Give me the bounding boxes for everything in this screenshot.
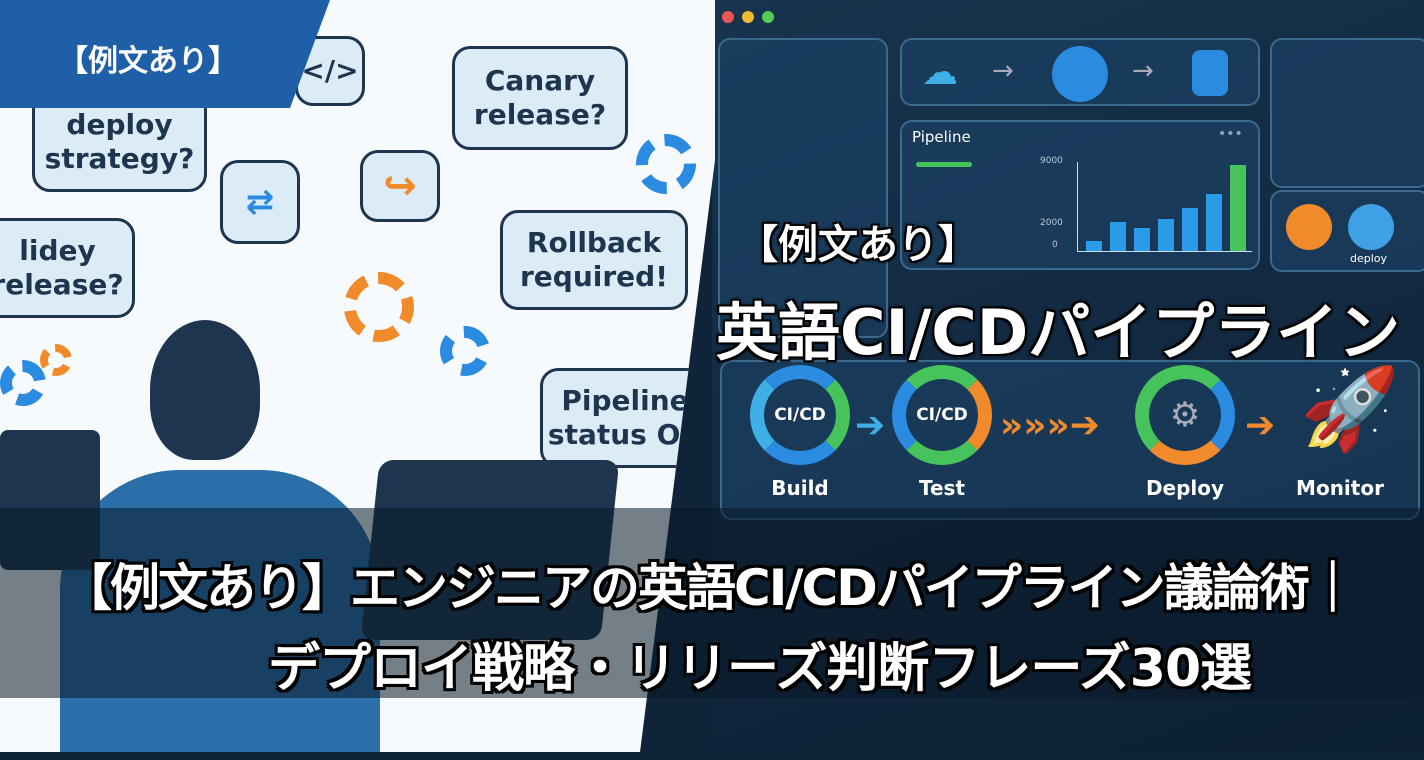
bar-chart <box>1077 162 1252 252</box>
chart-bar <box>1110 222 1126 251</box>
stage-deploy-label: Deploy <box>1145 476 1225 500</box>
right-title: 英語CI/CDパイプライン <box>716 296 1401 369</box>
arrow-icon: → <box>1132 56 1154 86</box>
gear-icon <box>40 344 72 376</box>
arrow-icon: »»»➔ <box>1000 405 1100 446</box>
more-icon[interactable]: ••• <box>1218 126 1243 142</box>
redirect-bubble: ↪ <box>360 150 440 222</box>
rocket-icon: 🚀 <box>1300 362 1400 455</box>
stage-build-label: Build <box>771 476 829 500</box>
category-tag: 【例文あり】 <box>0 0 330 108</box>
stage-deploy-icon: ⚙ <box>1135 365 1235 465</box>
gear-icon <box>440 326 490 376</box>
person-head <box>150 320 260 460</box>
arrow-icon: ➔ <box>855 405 886 446</box>
speech-bubble: Pipeline status OK <box>540 368 710 468</box>
arrow-icon: ➔ <box>1245 405 1276 446</box>
swap-arrows-icon: ⇄ <box>220 160 300 244</box>
code-panel <box>718 38 888 338</box>
stage-test-icon: CI/CD <box>892 365 992 465</box>
cloud-icon: ☁ <box>922 52 958 93</box>
chart-bar <box>1206 193 1222 251</box>
github-icon <box>1286 204 1332 250</box>
chart-bar <box>1134 228 1150 251</box>
stage-build-icon: CI/CD <box>750 365 850 465</box>
speech-bubble: deploy strategy? <box>32 92 207 192</box>
gear-icon <box>636 134 696 194</box>
progress-bar <box>916 162 972 167</box>
pipeline-panel: Pipeline ••• 9000 2000 0 <box>900 120 1260 270</box>
flow-panel: ☁ → → <box>900 38 1260 106</box>
gear-icon <box>344 272 414 342</box>
chart-bar <box>1230 165 1246 251</box>
speech-bubble: lidey release? <box>0 218 135 318</box>
database-icon <box>1192 50 1228 96</box>
gear-icon <box>0 360 46 406</box>
gear-icon <box>1052 46 1108 102</box>
window-dots <box>722 8 782 27</box>
headline-line2: デプロイ戦略・リリーズ判断フレーズ30選 <box>268 639 1252 699</box>
axis-tick: 9000 <box>1040 156 1063 166</box>
right-tag: 【例文あり】 <box>738 222 978 268</box>
stage-monitor-label: Monitor <box>1296 476 1384 500</box>
axis-tick: 0 <box>1052 240 1058 250</box>
github-icon <box>1348 204 1394 250</box>
pipeline-title: Pipeline <box>912 128 971 146</box>
speech-bubble: Rollback required! <box>500 210 688 310</box>
headline-band <box>0 508 1424 698</box>
repo-panel: deploy <box>1270 190 1424 272</box>
axis-tick: 2000 <box>1040 218 1063 228</box>
growth-panel <box>1270 38 1424 188</box>
arrow-icon: → <box>992 56 1014 86</box>
deploy-label: deploy <box>1350 252 1388 265</box>
chart-bar <box>1086 241 1102 251</box>
chart-bar <box>1182 208 1198 251</box>
headline-line1: 【例文あり】エンジニアの英語CI/CDパイプライン議論術｜ <box>62 559 1358 617</box>
stage-test-label: Test <box>918 476 965 500</box>
speech-bubble: Canary release? <box>452 46 628 150</box>
chart-bar <box>1158 219 1174 251</box>
